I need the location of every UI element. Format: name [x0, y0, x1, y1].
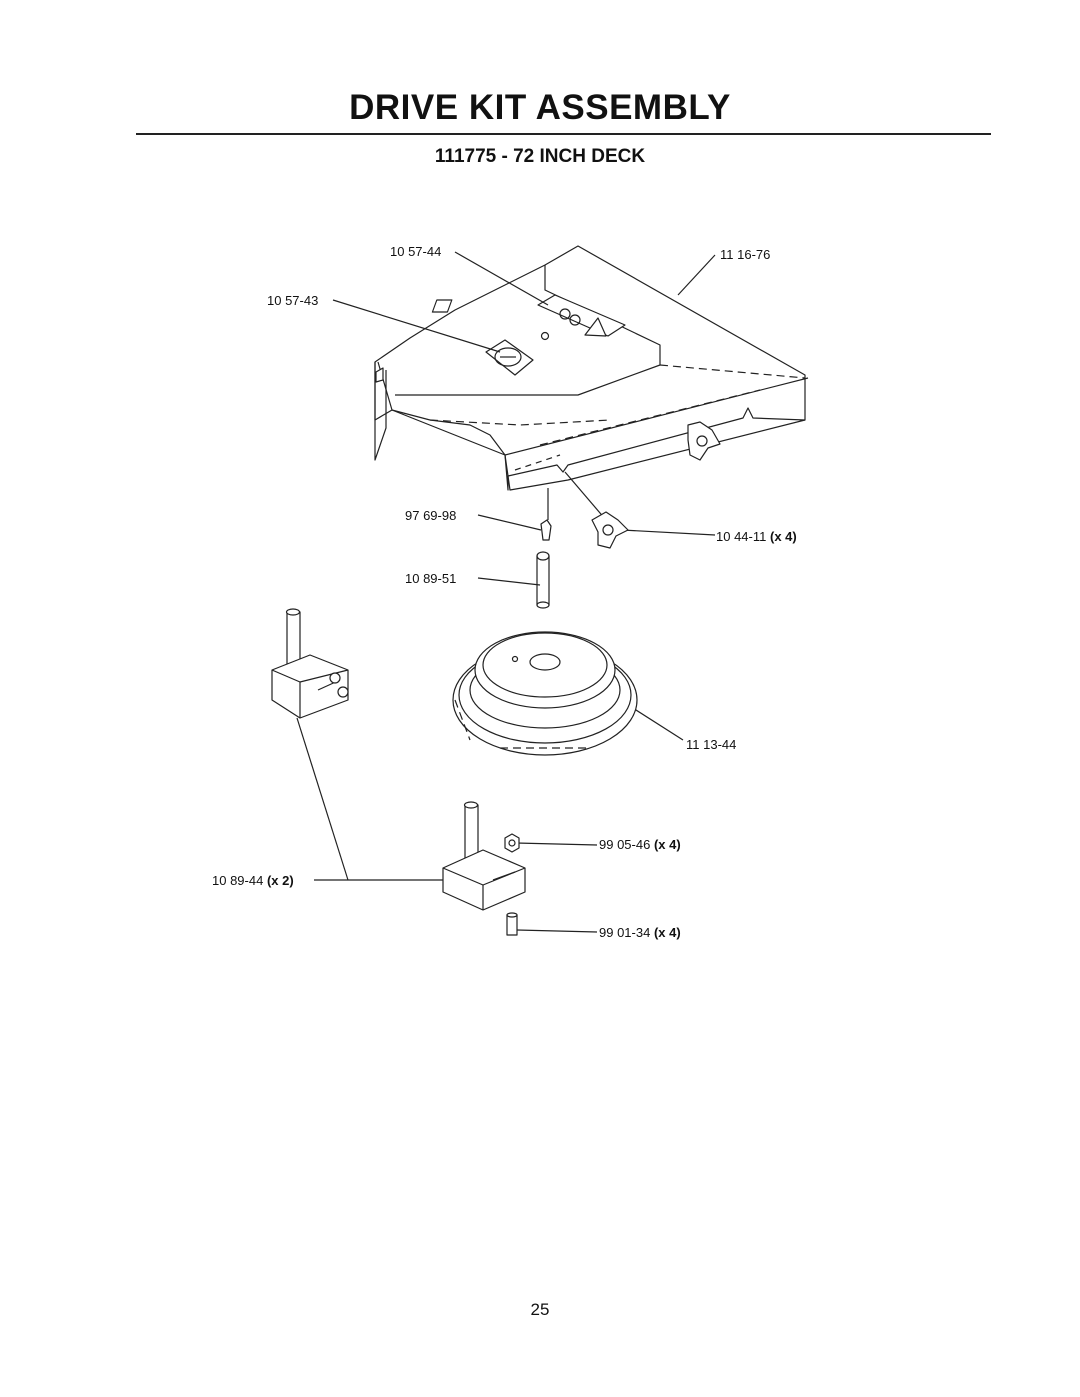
- callout-label: 10 44-11 (x 4): [716, 530, 797, 544]
- callout-label: 10 89-44 (x 2): [212, 874, 294, 888]
- leader-3: [332, 299, 501, 353]
- bracket-part-lower: [442, 801, 526, 911]
- bracket-part-upper: [271, 608, 349, 719]
- part-quantity: (x 4): [653, 837, 681, 852]
- screw-part: [540, 519, 552, 541]
- leader-8: [515, 842, 598, 846]
- page-subtitle: 111775 - 72 INCH DECK: [434, 146, 646, 167]
- round-decal-part: [485, 331, 550, 376]
- leader-9b: [296, 717, 349, 881]
- callout-label: 10 57-44: [390, 245, 441, 259]
- part-number: 99 05-46: [599, 837, 651, 852]
- callout-label: 97 69-98: [405, 509, 456, 523]
- part-number: 10 44-11: [716, 529, 767, 544]
- leader-6: [477, 577, 541, 586]
- leader-knob: [564, 471, 607, 521]
- part-number: 97 69-98: [405, 508, 457, 523]
- part-quantity: (x 2): [266, 873, 294, 888]
- drive-cover-part: [374, 245, 809, 491]
- title-rule: [136, 133, 991, 135]
- knob-part-top: [687, 421, 721, 461]
- part-quantity: (x 4): [653, 925, 681, 940]
- page-title: DRIVE KIT ASSEMBLY: [349, 88, 731, 127]
- leader-10: [516, 929, 598, 933]
- part-number: 11 16-76: [720, 247, 771, 262]
- part-number: 10 57-43: [267, 293, 319, 308]
- pulley-part: [452, 631, 638, 756]
- part-quantity: (x 4): [769, 529, 797, 544]
- leader-2: [677, 254, 716, 296]
- part-number: 10 89-44: [212, 873, 264, 888]
- part-number: 10 89-51: [405, 571, 457, 586]
- callout-label: 10 89-51: [405, 572, 456, 586]
- part-number: 10 57-44: [390, 244, 442, 259]
- leader-4: [477, 514, 542, 531]
- callout-label: 10 57-43: [267, 294, 318, 308]
- nut-part: [504, 833, 520, 853]
- knob-part: [591, 511, 629, 549]
- leader-1: [454, 251, 549, 306]
- part-number: 99 01-34: [599, 925, 651, 940]
- callout-label: 99 01-34 (x 4): [599, 926, 681, 940]
- part-number: 11 13-44: [686, 737, 737, 752]
- callout-label: 11 16-76: [720, 248, 770, 262]
- leader-5: [621, 529, 716, 536]
- bolt-part: [506, 912, 518, 936]
- pin-part: [536, 551, 550, 609]
- callout-label: 99 05-46 (x 4): [599, 838, 681, 852]
- warning-decal-part: [431, 294, 626, 337]
- callout-label: 11 13-44: [686, 738, 736, 752]
- page-number: 25: [530, 1300, 550, 1319]
